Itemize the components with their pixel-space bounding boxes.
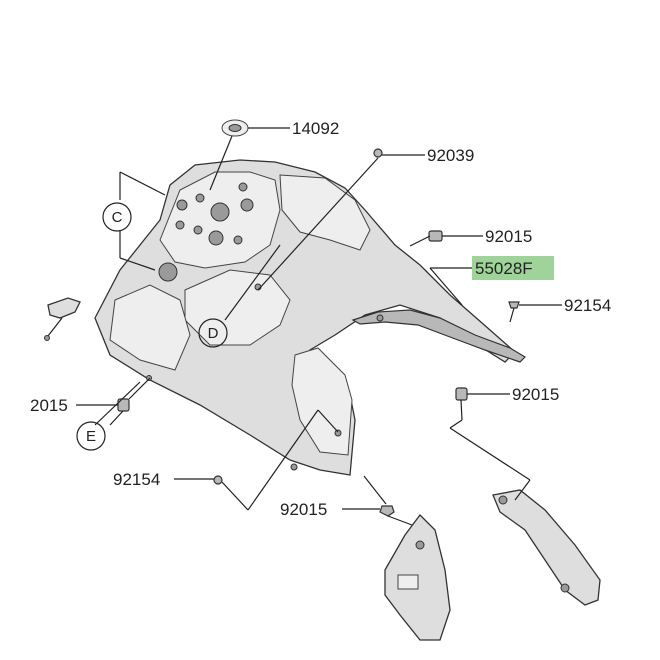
ref-label-e: E xyxy=(86,428,96,445)
side-trim-55028f xyxy=(351,309,526,363)
lower-center-bracket xyxy=(384,514,451,641)
ref-label-c: C xyxy=(112,209,123,226)
fairing-body xyxy=(94,159,516,476)
screw-92154-b xyxy=(213,475,223,485)
label-55028f: 55028F xyxy=(475,259,533,278)
ref-label-d: D xyxy=(208,325,219,342)
nut-92015-d xyxy=(379,505,395,517)
label-92015-a: 92015 xyxy=(485,227,532,246)
callout-labels: 14092 92039 92015 55028F 92154 92015 201… xyxy=(30,119,611,519)
label-92039: 92039 xyxy=(427,146,474,165)
nut-92015-b xyxy=(455,387,468,401)
nut-92015-a xyxy=(428,230,443,242)
label-92154-b: 92154 xyxy=(113,470,160,489)
label-92154-a: 92154 xyxy=(564,296,611,315)
reference-circles: C D E xyxy=(76,202,228,451)
screw-92154-a xyxy=(508,301,520,323)
highlight-55028f xyxy=(472,256,554,280)
clip-92039 xyxy=(373,148,383,158)
label-92015-d: 92015 xyxy=(280,500,327,519)
lower-right-bracket xyxy=(492,489,601,606)
ref-circle-d xyxy=(198,318,228,348)
ref-circle-c xyxy=(102,202,132,232)
label-14092: 14092 xyxy=(292,119,339,138)
label-92015-c: 2015 xyxy=(30,396,68,415)
ref-circle-e xyxy=(76,421,106,451)
left-small-bracket xyxy=(44,297,81,341)
grommet-14092 xyxy=(221,119,249,137)
label-92015-b: 92015 xyxy=(512,385,559,404)
leader-lines xyxy=(76,127,562,526)
